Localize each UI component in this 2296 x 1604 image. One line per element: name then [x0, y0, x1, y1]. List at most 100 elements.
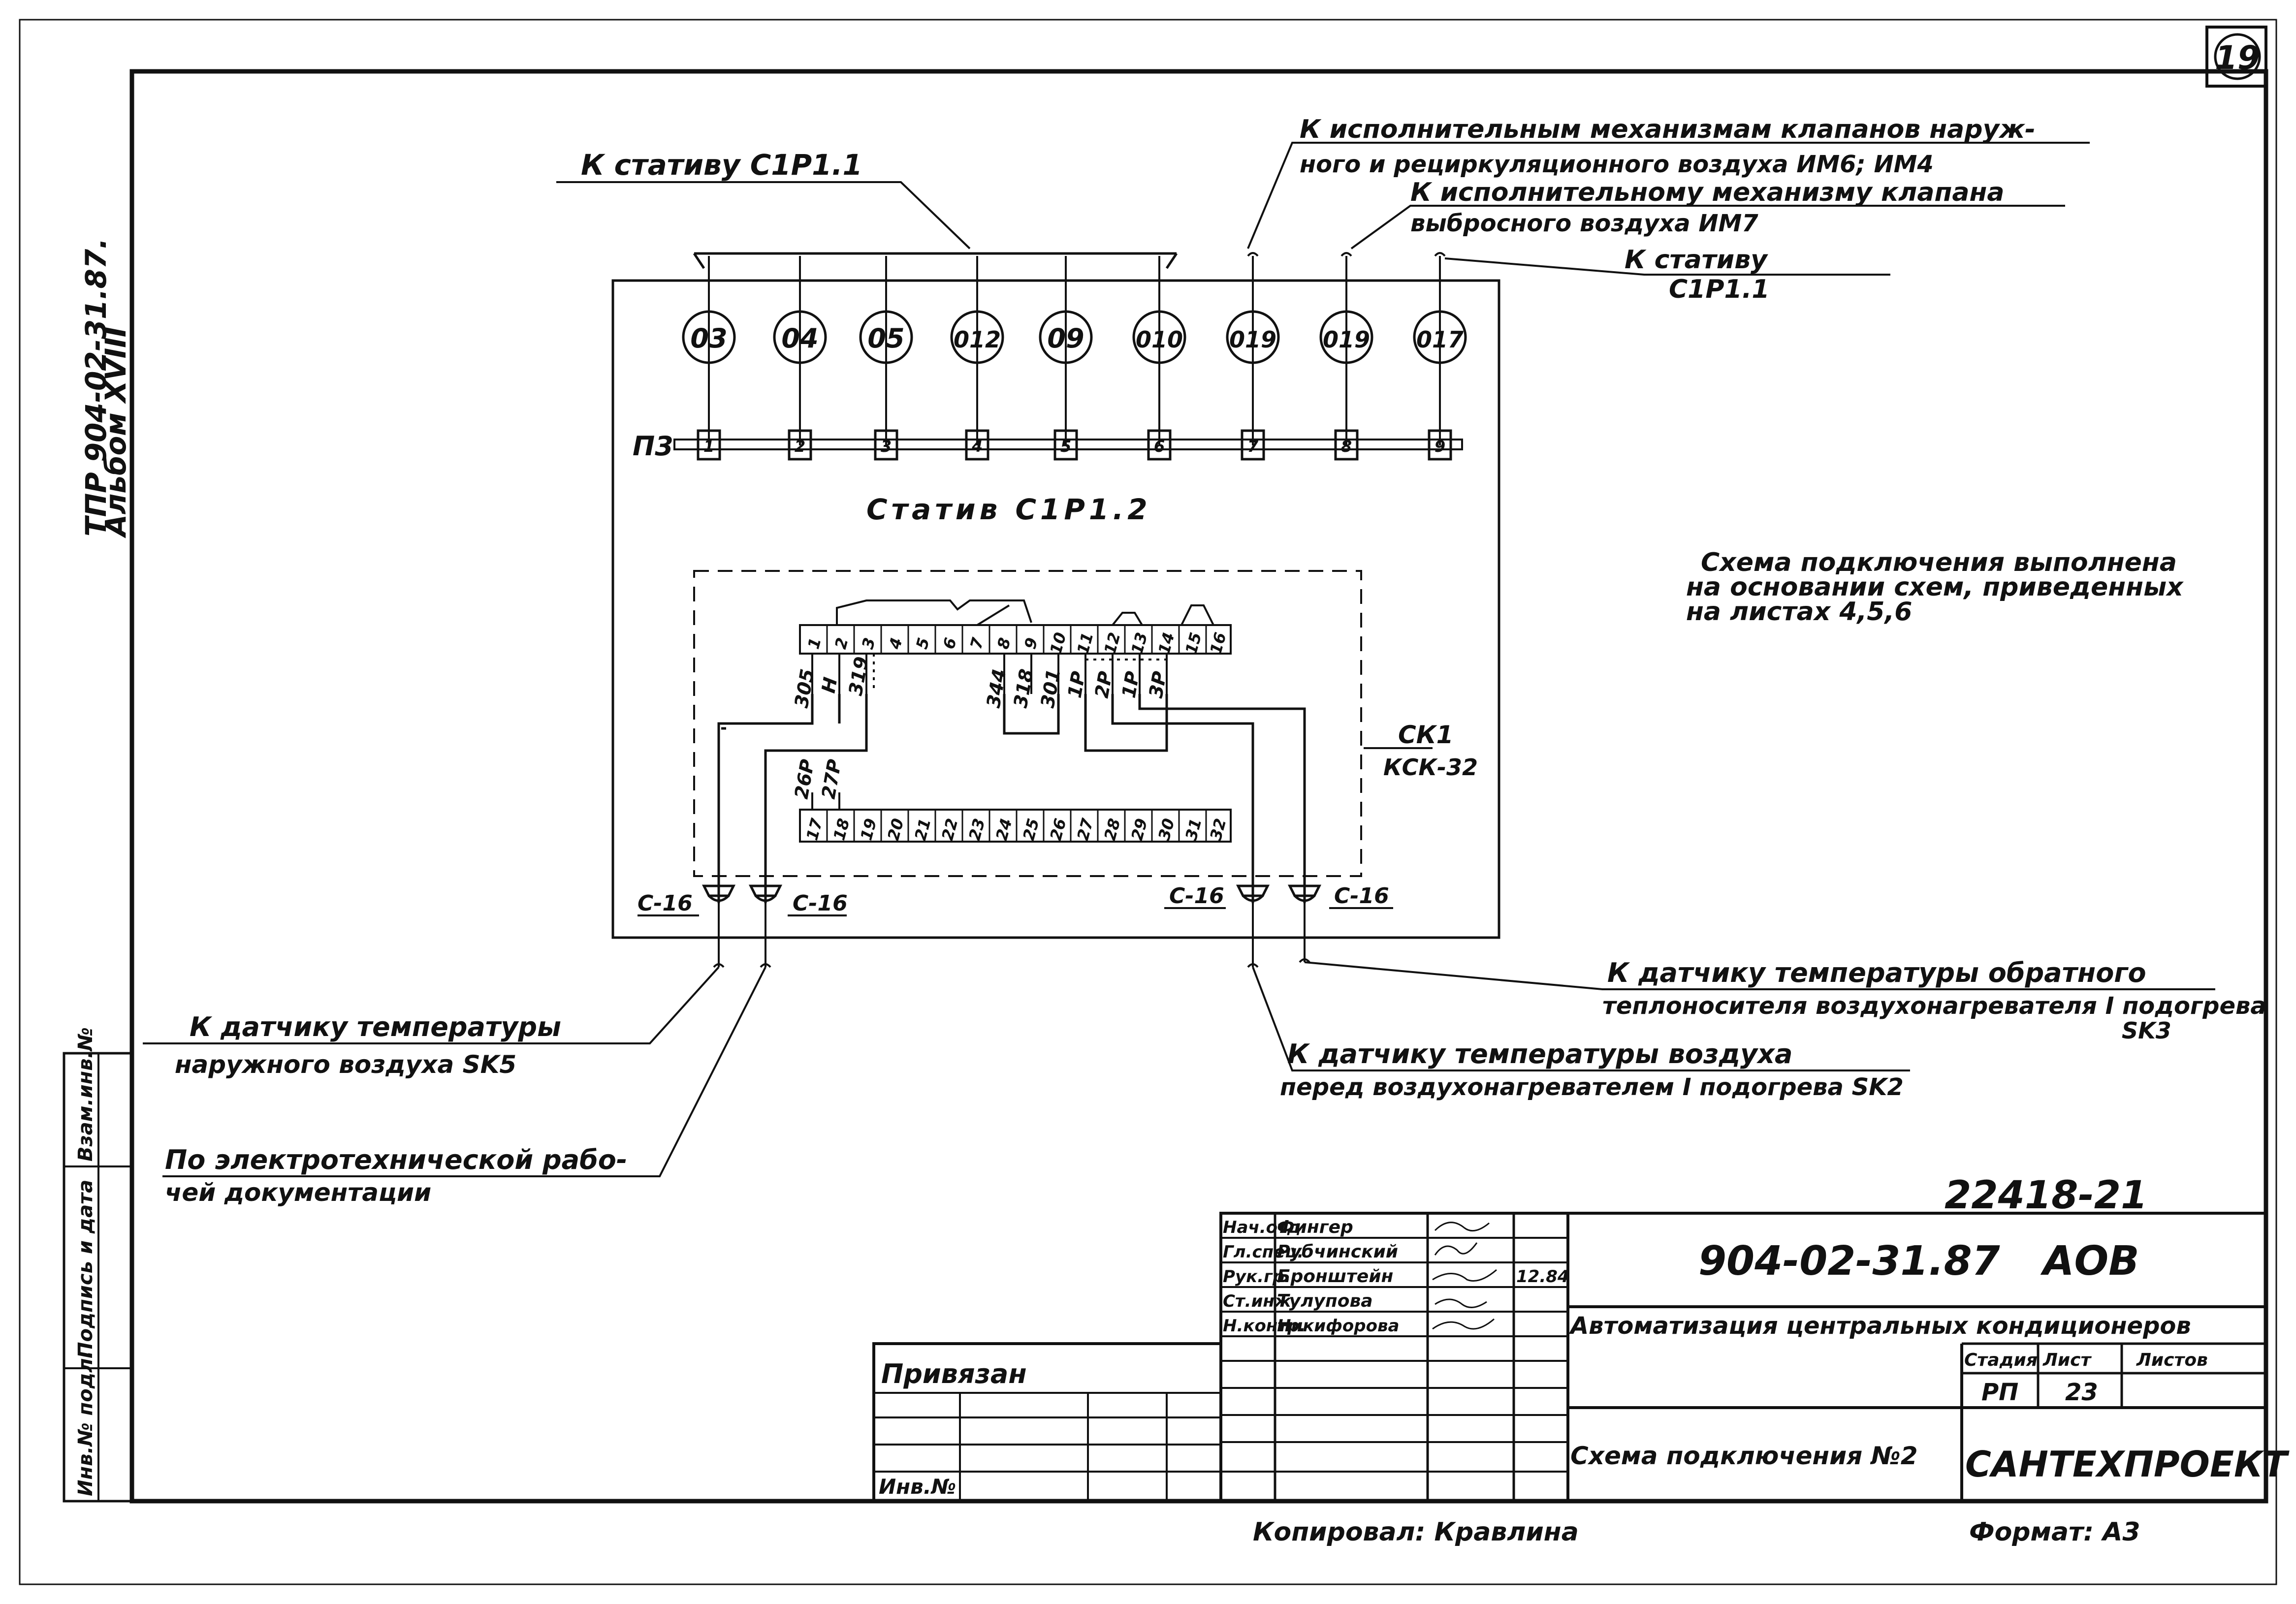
strip-inv-no: Инв.№ подл. — [74, 1351, 97, 1496]
staff-name: Бронштейн — [1277, 1266, 1393, 1287]
ck1-terminal: 3 — [858, 635, 879, 651]
ck1-terminal: 24 — [992, 817, 1016, 843]
footer-copied: Копировал: Кравлина — [1253, 1517, 1579, 1547]
doc-suffix: АОВ — [2040, 1238, 2139, 1285]
ck1-terminal: 9 — [1020, 635, 1041, 651]
label-actuators-line2: ного и рециркуляционного воздуха ИМ6; ИМ… — [1300, 151, 1934, 178]
col-sheets: Листов — [2136, 1350, 2208, 1370]
ck1-terminal: 18 — [829, 817, 853, 843]
staff-name: Фингер — [1277, 1217, 1353, 1237]
trim-frame — [19, 19, 2277, 1585]
terminal-strip-label: П3 — [633, 431, 673, 462]
drawing-title: Схема подключения №2 — [1570, 1442, 1918, 1470]
terminal-label: 4 — [971, 437, 983, 456]
top-wires — [708, 252, 1446, 445]
electrical-doc-line1: По электротехнической рабо- — [165, 1144, 627, 1175]
col-stage: Стадия — [1964, 1350, 2038, 1370]
circle-012 — [950, 310, 1004, 364]
doc-code: 904-02-31.87 — [1698, 1238, 2000, 1285]
circle-label: 04 — [781, 323, 818, 354]
actuator-leaders — [1247, 142, 2090, 276]
signatures — [1432, 1222, 1497, 1330]
terminal-label: 6 — [1154, 437, 1165, 456]
role-label: Рук.гр. — [1223, 1267, 1291, 1287]
note-line2: на основании схем, приведенных — [1686, 572, 2184, 602]
staff-name: Никифорова — [1277, 1316, 1399, 1336]
role-label: Нач.отд. — [1223, 1218, 1307, 1237]
ck1-terminal: 2 — [831, 635, 852, 651]
circle-03 — [682, 310, 736, 364]
ck1-terminal: 28 — [1100, 817, 1124, 843]
ck1-terminal: 1 — [804, 635, 825, 651]
stage-value: РП — [1981, 1379, 2018, 1406]
role-label: Ст.инж. — [1223, 1291, 1298, 1311]
ck1-bottom-terminals — [799, 809, 1232, 843]
terminal-label: 9 — [1435, 437, 1445, 456]
sheet-number: 19 — [2215, 39, 2260, 77]
circle-label: 019 — [1229, 326, 1276, 353]
sheet-value: 23 — [2065, 1379, 2098, 1406]
ck1-terminal: 29 — [1127, 817, 1151, 843]
gland-label: С-16 — [1169, 883, 1224, 909]
stand-title: Статив С1Р1.2 — [866, 493, 1151, 526]
ck1-terminal: 23 — [965, 817, 989, 843]
wire-label: 2Р — [1091, 669, 1117, 699]
circle-label: 05 — [867, 323, 904, 354]
ck1-terminal: 22 — [938, 817, 961, 843]
device-circles: 03 04 05 012 09 010 019 019 017 — [682, 310, 1467, 364]
circle-019-b — [1319, 310, 1373, 364]
wire-label: 1Р — [1118, 669, 1144, 699]
inv-no: Инв.№ — [879, 1475, 956, 1499]
role-label: Гл.спец. — [1223, 1242, 1304, 1262]
cable-glands: С-16 С-16 С-16 С-16 — [638, 883, 1393, 916]
terminal-strip-p3: П3 1 2 3 4 5 6 7 8 9 — [633, 429, 1463, 462]
ck1-terminal: 6 — [939, 635, 960, 651]
label-actuator7-line2: выбросного воздуха ИМ7 — [1410, 210, 1758, 237]
stand-outline — [611, 279, 1500, 939]
circle-019-a — [1226, 310, 1280, 364]
ck1-terminal: 8 — [993, 635, 1014, 651]
ck1-terminal: 7 — [966, 635, 988, 651]
circle-label: 03 — [690, 323, 727, 354]
title-block-right: 904-02-31.87 АОВ Автоматизация центральн… — [879, 1238, 2290, 1499]
circle-05 — [859, 310, 913, 364]
ck1-terminal: 32 — [1206, 817, 1230, 843]
return-sensor-line2: теплоносителя воздухонагревателя I подог… — [1602, 992, 2266, 1020]
return-sensor-line1: К датчику температуры обратного — [1607, 957, 2146, 988]
ck1-terminal: 30 — [1154, 817, 1178, 843]
air-sensor-line2: перед воздухонагревателем I подогрева SK… — [1280, 1073, 1904, 1101]
side-stamp-line2: Альбом XVIII — [99, 327, 132, 538]
block-name: СК1 — [1398, 721, 1453, 749]
project-title: Автоматизация центральных кондиционеров — [1568, 1312, 2191, 1340]
side-stamp-line1: ТПР 904-02-31.87. — [79, 238, 113, 536]
wire-label: 318 — [1010, 667, 1038, 710]
terminal-label: 1 — [703, 437, 714, 456]
note-line3: на листах 4,5,6 — [1686, 597, 1912, 627]
ck1-terminal: 19 — [857, 817, 880, 843]
label-to-stand-right-1: К стативу — [1625, 245, 1768, 275]
ck1-terminal: 4 — [885, 635, 906, 651]
privyazan: Привязан — [881, 1358, 1027, 1389]
title-block — [872, 1212, 2267, 1503]
terminal-label: 7 — [1247, 437, 1259, 456]
staff-name: Тулупова — [1277, 1291, 1373, 1311]
circle-010 — [1132, 310, 1186, 364]
terminal-label: 5 — [1060, 437, 1071, 456]
wire-label: 305 — [791, 667, 819, 710]
air-sensor-line1: К датчику температуры воздуха — [1287, 1038, 1792, 1069]
col-sheet: Лист — [2042, 1350, 2092, 1370]
ck1-terminal: 25 — [1019, 817, 1043, 843]
date: 12.84 — [1516, 1267, 1569, 1287]
group-bracket — [556, 181, 1178, 269]
ck1-terminal: 10 — [1046, 630, 1070, 657]
ck1-terminal: 14 — [1154, 630, 1178, 657]
sensor-leaders — [143, 903, 2215, 1177]
staff-name: Рубчинский — [1277, 1242, 1398, 1262]
side-stamp: ТПР 904-02-31.87. Альбом XVIII — [79, 238, 132, 538]
strip-signature-date: Подпись и дата — [74, 1180, 97, 1358]
ck1-terminal: 31 — [1181, 817, 1205, 843]
circle-04 — [773, 310, 827, 364]
label-actuators-line1: К исполнительным механизмам клапанов нар… — [1300, 115, 2036, 144]
ck1-terminal: 13 — [1127, 630, 1151, 657]
wire-label: 301 — [1037, 667, 1065, 710]
